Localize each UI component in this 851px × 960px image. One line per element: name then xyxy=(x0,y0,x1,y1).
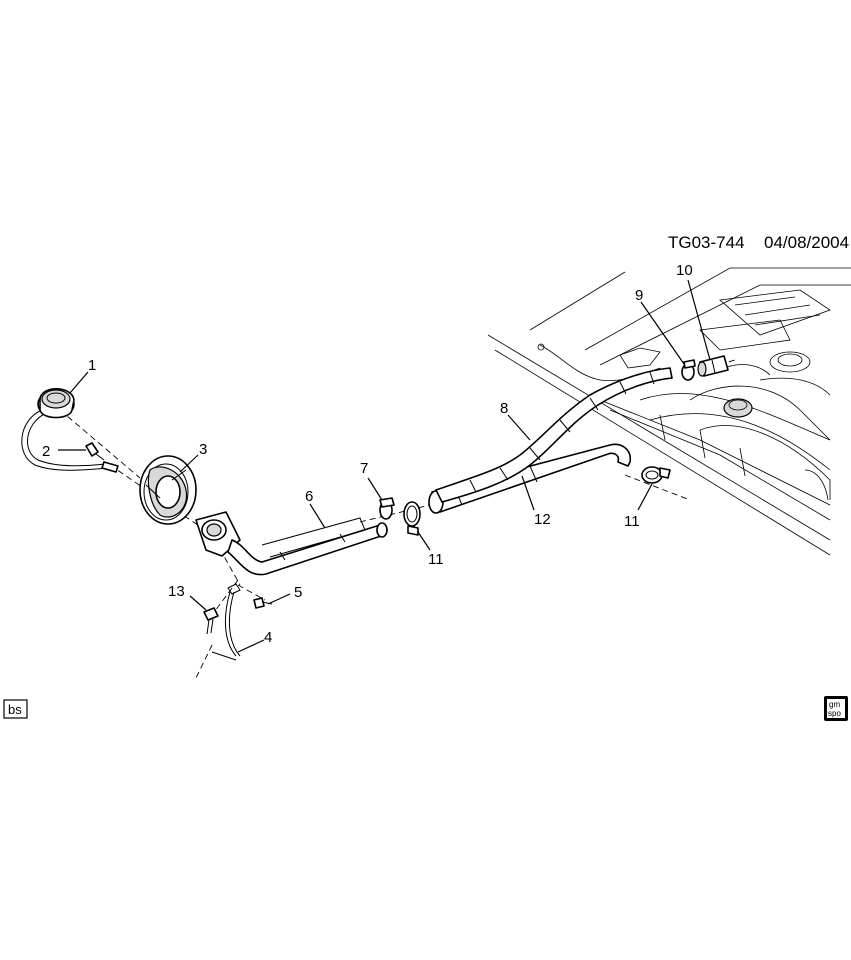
bs-badge: bs xyxy=(3,699,28,719)
logo-line1: gm xyxy=(829,700,840,709)
callout-6: 6 xyxy=(305,488,313,505)
callout-12: 12 xyxy=(534,511,551,528)
bs-badge-text: bs xyxy=(8,702,22,717)
callout-11-right: 11 xyxy=(624,513,640,530)
fuel-vent-hose xyxy=(435,367,673,503)
callout-8: 8 xyxy=(500,400,508,417)
callout-2: 2 xyxy=(42,443,50,460)
callout-3: 3 xyxy=(199,441,207,458)
callout-5: 5 xyxy=(294,584,302,601)
screw xyxy=(85,442,105,461)
callout-10: 10 xyxy=(676,262,693,279)
callout-1: 1 xyxy=(88,357,96,374)
alignment-lines xyxy=(59,359,736,681)
hose-clamp-11-left xyxy=(403,501,421,536)
callout-11-left: 11 xyxy=(428,551,444,568)
hose-clamp-9 xyxy=(681,359,696,381)
bolt-13 xyxy=(203,607,219,635)
logo-line2: spo xyxy=(828,709,841,718)
gm-spo-logo: gm spo xyxy=(824,696,848,721)
callout-13: 13 xyxy=(168,583,185,600)
leader-lines xyxy=(58,279,711,653)
screw-5 xyxy=(253,597,273,609)
callout-9: 9 xyxy=(635,287,643,304)
fuel-filler-housing xyxy=(139,455,197,525)
filler-neck-bracket xyxy=(195,511,241,557)
callout-7: 7 xyxy=(360,460,368,477)
callouts: 1 2 3 4 5 6 7 8 9 10 11 12 11 13 xyxy=(42,262,693,646)
callout-4: 4 xyxy=(264,629,272,646)
hose-clamp-11-right xyxy=(641,466,671,484)
fuel-filler-pipe xyxy=(227,517,388,576)
release-cable xyxy=(211,583,241,661)
hose-clamp-7 xyxy=(379,497,395,520)
vent-valve xyxy=(697,355,729,377)
fuel-cap xyxy=(21,387,119,473)
drawing-id: TG03-744 xyxy=(668,233,745,252)
drawing-date: 04/08/2004 xyxy=(764,233,849,252)
